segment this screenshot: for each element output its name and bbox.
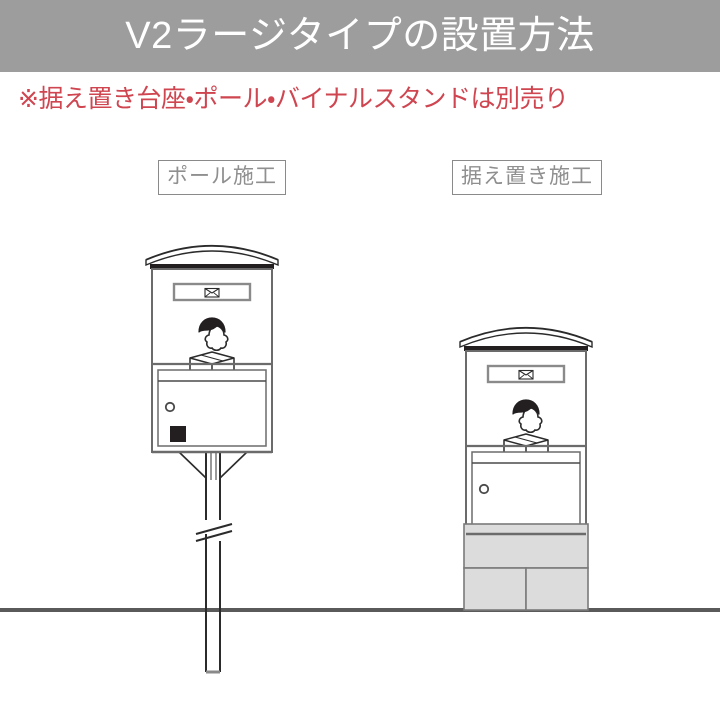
header-band bbox=[0, 0, 720, 72]
disclaimer-note: ※据え置き台座・ポール・バイナルスタンドは別売り bbox=[18, 84, 569, 113]
caption-pole-installation: ポール施工 bbox=[158, 160, 286, 195]
pedestal-block-right bbox=[525, 567, 589, 611]
caption-pedestal-installation: 据え置き施工 bbox=[452, 160, 602, 195]
pedestal-mounted-mailbox bbox=[458, 326, 594, 611]
label-sticker-icon bbox=[170, 426, 186, 442]
pedestal-tier-upper bbox=[463, 523, 589, 569]
mounting-pole bbox=[195, 452, 233, 674]
pedestal-block-left bbox=[463, 567, 527, 611]
ground-line bbox=[0, 608, 720, 612]
page-title: V2ラージタイプの設置方法 bbox=[125, 15, 595, 57]
pedestal-base bbox=[463, 523, 589, 611]
pole-support-brackets bbox=[178, 451, 248, 479]
